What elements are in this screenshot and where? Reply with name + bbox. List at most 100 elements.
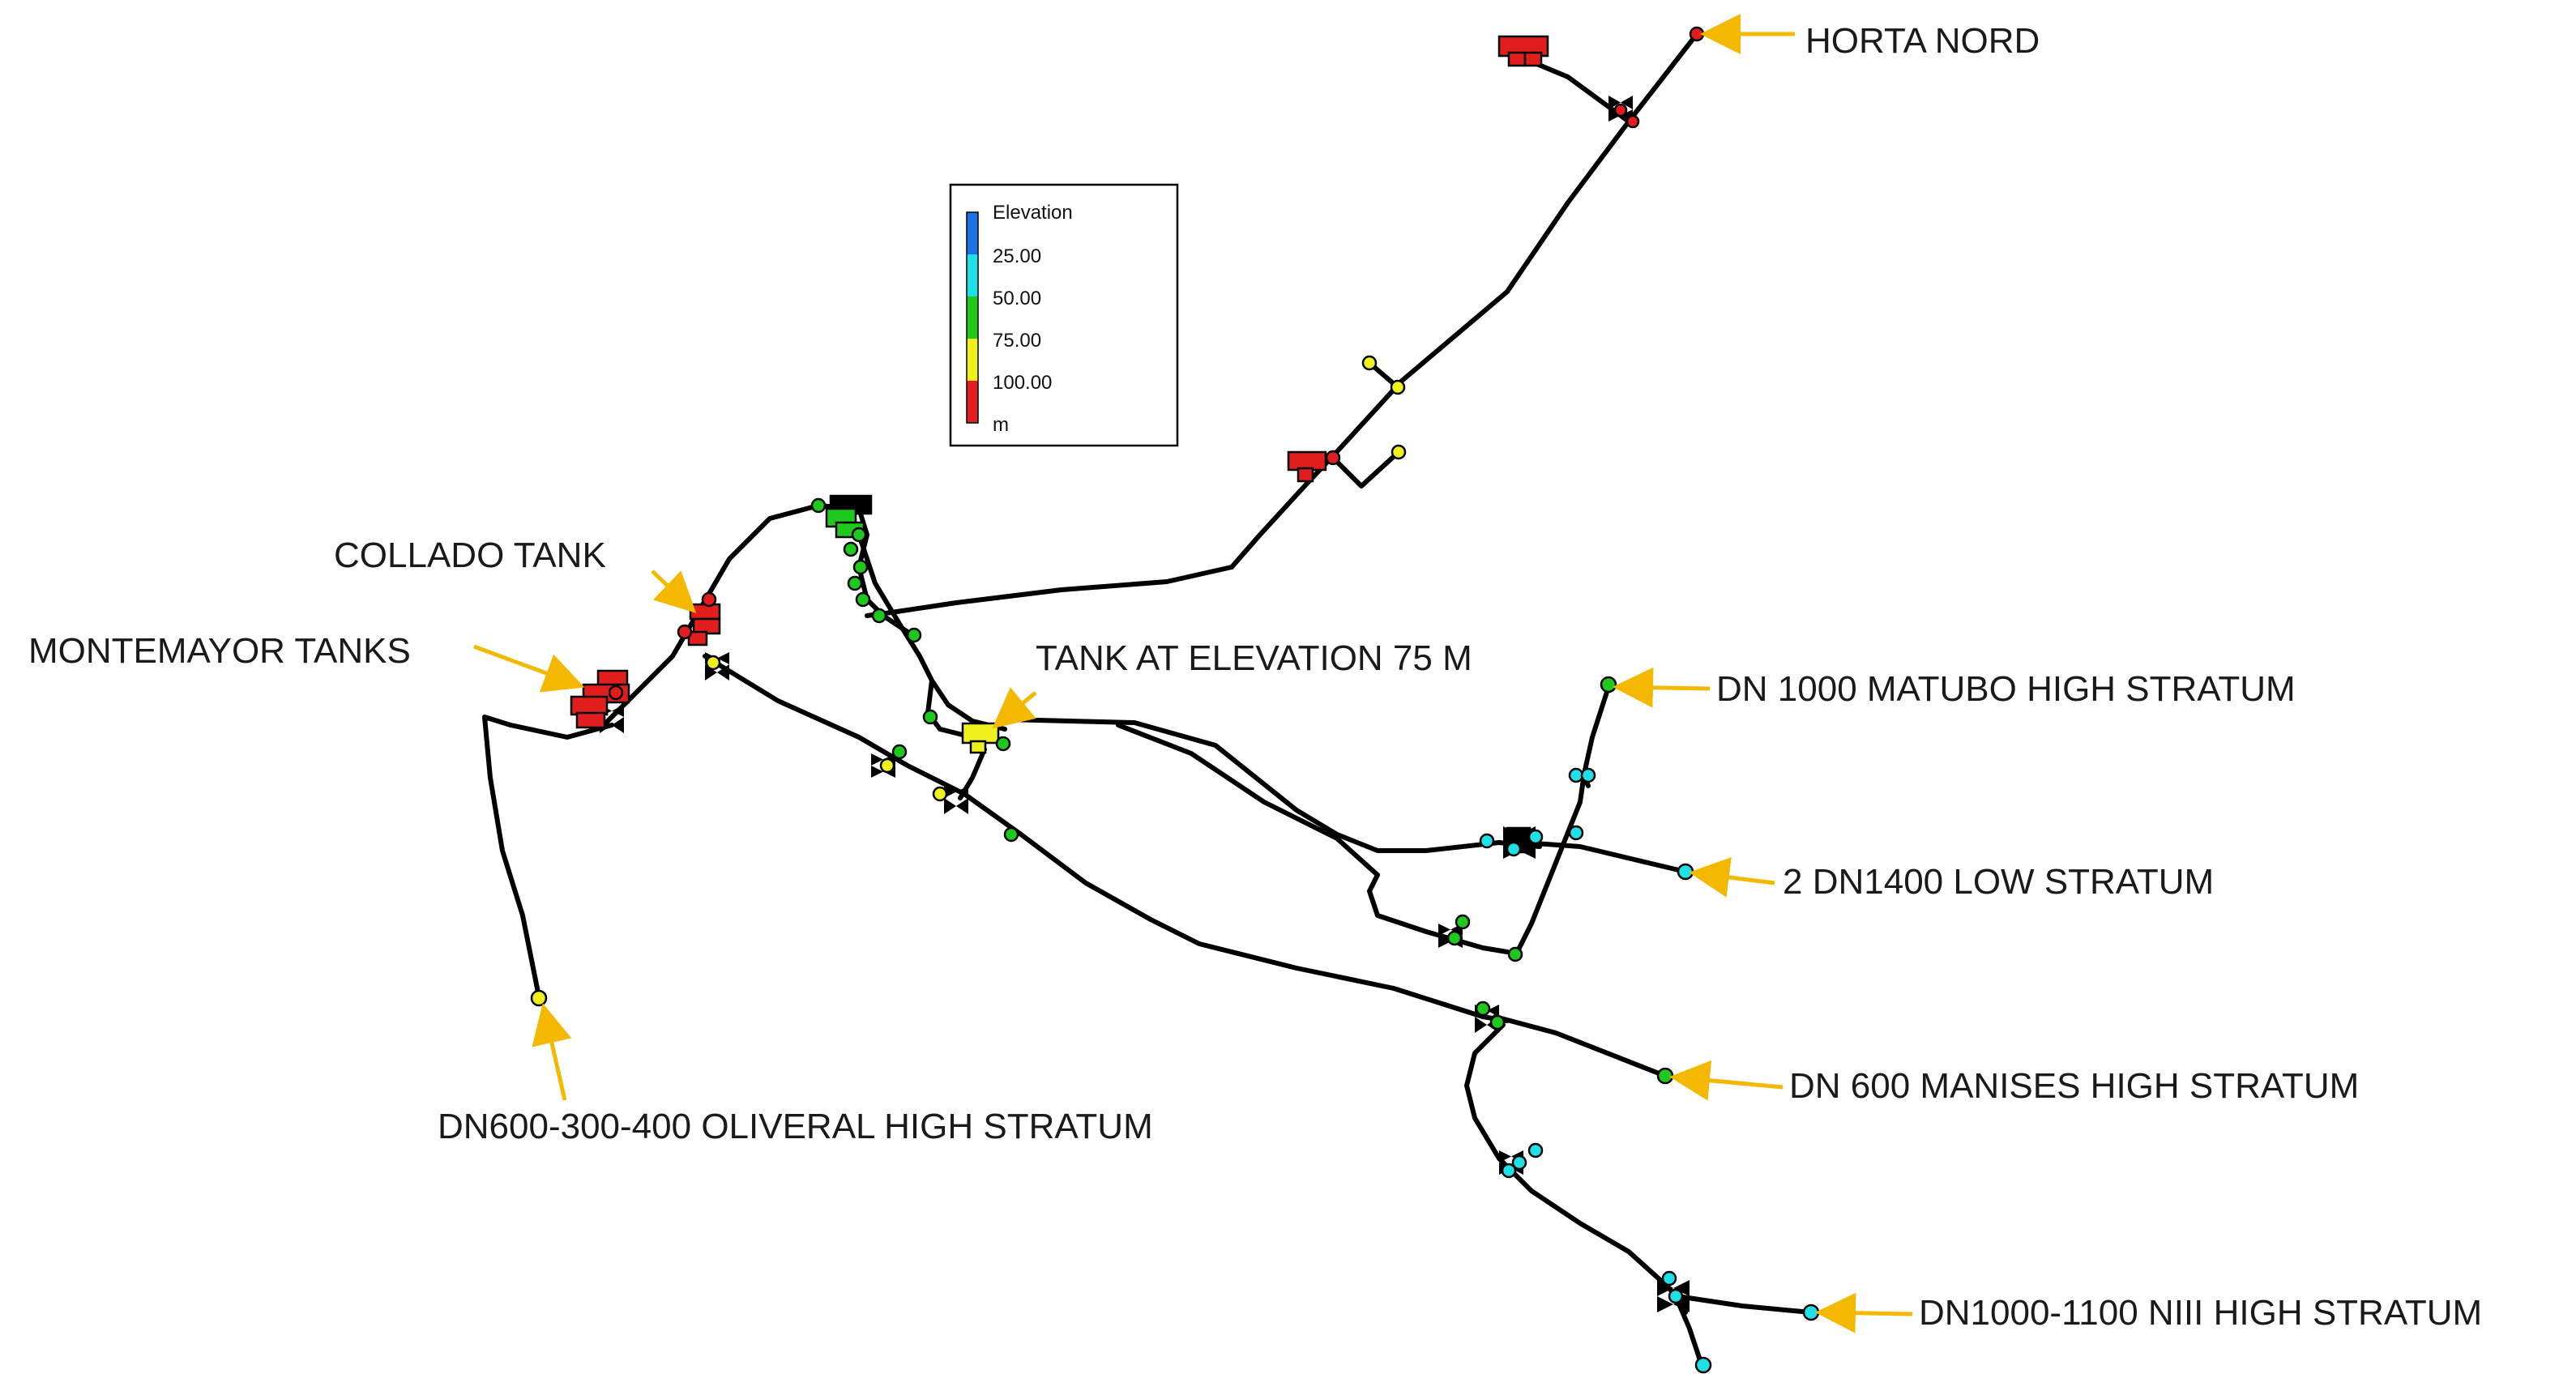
- junction-node[interactable]: [608, 685, 624, 701]
- junction-node[interactable]: [677, 624, 693, 640]
- junction-node[interactable]: [1511, 1154, 1527, 1171]
- arrow-matubo: [1613, 667, 1711, 708]
- label-tank-75: TANK AT ELEVATION 75 M: [1036, 638, 1472, 678]
- junction-node[interactable]: [852, 559, 869, 575]
- arrow-manises: [1669, 1060, 1784, 1101]
- legend-value: 100.00: [993, 372, 1052, 394]
- legend-value: 75.00: [993, 330, 1041, 352]
- junction-node[interactable]: [1625, 114, 1640, 129]
- junction-node[interactable]: [1527, 1142, 1544, 1158]
- legend-swatch-blue: [967, 212, 978, 254]
- junction-node[interactable]: [1507, 946, 1523, 962]
- junction-node[interactable]: [701, 591, 717, 608]
- junction-node[interactable]: [1568, 767, 1584, 783]
- pipe-horta-nord-main: [865, 32, 1699, 618]
- junctions: [530, 26, 1820, 1374]
- pipe-manises: [1493, 1014, 1668, 1078]
- pipe-low-stratum: [1521, 840, 1688, 874]
- junction-node[interactable]: [1475, 1001, 1491, 1017]
- junction-node[interactable]: [879, 757, 895, 774]
- pipe-yellow-east: [1002, 717, 1542, 853]
- junction-node[interactable]: [810, 497, 827, 514]
- junction-node[interactable]: [1613, 103, 1628, 117]
- pipe-matubo: [1513, 685, 1611, 958]
- junction-node[interactable]: [705, 655, 721, 671]
- collado-tank[interactable]: [687, 603, 721, 646]
- label-oliveral: DN600-300-400 OLIVERAL HIGH STRATUM: [438, 1107, 1153, 1146]
- label-manises: DN 600 MANISES HIGH STRATUM: [1789, 1066, 2359, 1106]
- junction-node[interactable]: [1325, 450, 1341, 466]
- legend-swatch-yellow: [967, 339, 978, 381]
- arrow-niii: [1815, 1292, 1913, 1333]
- label-collado-tank: COLLADO TANK: [334, 535, 606, 575]
- arrow-collado: [651, 570, 697, 613]
- junction-node[interactable]: [1446, 930, 1463, 946]
- legend-value: 25.00: [993, 245, 1041, 267]
- junction-node[interactable]: [1390, 379, 1406, 395]
- elevation-legend: Elevation 25.00 50.00 75.00 100.00 m: [949, 183, 1179, 447]
- label-niii: DN1000-1100 NIII HIGH STRATUM: [1919, 1293, 2482, 1333]
- junction-node[interactable]: [1489, 1014, 1506, 1030]
- junction-node[interactable]: [1455, 914, 1471, 930]
- junction-node[interactable]: [871, 608, 887, 624]
- junction-node[interactable]: [1003, 826, 1019, 843]
- junction-node[interactable]: [1479, 833, 1495, 849]
- annotation-arrows: [473, 14, 1913, 1333]
- junction-node[interactable]: [1580, 767, 1596, 783]
- arrow-low-stratum: [1689, 857, 1775, 898]
- junction-node[interactable]: [906, 627, 922, 643]
- valve-icon[interactable]: [1657, 1280, 1690, 1312]
- label-montemayor-tanks: MONTEMAYOR TANKS: [28, 631, 411, 671]
- pipe-niii-east: [1675, 1294, 1813, 1315]
- valve-icon[interactable]: [944, 786, 968, 814]
- legend-swatch-outline: [966, 211, 979, 424]
- junction-node[interactable]: [843, 541, 859, 557]
- junction-node[interactable]: [1677, 863, 1694, 881]
- junction-node[interactable]: [1527, 829, 1544, 845]
- junction-node[interactable]: [1600, 676, 1617, 693]
- junction-node[interactable]: [1802, 1304, 1820, 1321]
- label-matubo: DN 1000 MATUBO HIGH STRATUM: [1716, 669, 2296, 709]
- junction-node[interactable]: [1661, 1270, 1677, 1286]
- arrow-montemayor: [473, 644, 585, 693]
- legend-frame: [949, 183, 1179, 447]
- junction-node[interactable]: [891, 744, 908, 760]
- junction-node[interactable]: [1391, 444, 1407, 460]
- pipe-yellow-east-lower: [1116, 723, 1510, 954]
- junction-node[interactable]: [922, 709, 938, 725]
- site-labels: HORTA NORD COLLADO TANK MONTEMAYOR TANKS…: [28, 21, 2482, 1333]
- legend-value: 50.00: [993, 288, 1041, 309]
- pipe-collado-diagonal: [703, 654, 1510, 1023]
- junction-node[interactable]: [855, 591, 871, 608]
- legend-unit: m: [993, 414, 1009, 436]
- legend-swatch-green: [967, 297, 978, 339]
- junction-node[interactable]: [530, 989, 548, 1007]
- pipe-niii-south: [1675, 1298, 1704, 1368]
- junction-node[interactable]: [1501, 1163, 1517, 1179]
- junction-node[interactable]: [1656, 1067, 1674, 1085]
- junction-node[interactable]: [1361, 355, 1378, 371]
- arrow-tank-75: [992, 687, 1037, 729]
- junction-node[interactable]: [1668, 1288, 1684, 1304]
- valve-icon[interactable]: [1608, 96, 1633, 122]
- yellow-tank-75m[interactable]: [961, 722, 1000, 754]
- legend-swatch-cyan: [967, 254, 978, 297]
- junction-node[interactable]: [1689, 26, 1705, 42]
- horta-nord-tank[interactable]: [1497, 35, 1549, 67]
- mid-red-tank[interactable]: [1287, 450, 1327, 483]
- legend-swatch-red: [967, 381, 978, 423]
- pipe-niii: [1464, 1022, 1688, 1315]
- junction-node[interactable]: [932, 786, 948, 802]
- pipe-oliveral: [482, 715, 614, 999]
- pipe-branch-loop: [1331, 450, 1401, 489]
- junction-node[interactable]: [851, 527, 867, 543]
- junction-node[interactable]: [1506, 841, 1522, 857]
- montemayor-tanks[interactable]: [570, 669, 630, 729]
- junction-node[interactable]: [995, 736, 1011, 752]
- tanks: [570, 35, 1549, 854]
- junction-node[interactable]: [1694, 1356, 1712, 1374]
- label-low-stratum: 2 DN1400 LOW STRATUM: [1783, 862, 2214, 902]
- junction-node[interactable]: [1568, 825, 1584, 841]
- junction-node[interactable]: [847, 575, 863, 591]
